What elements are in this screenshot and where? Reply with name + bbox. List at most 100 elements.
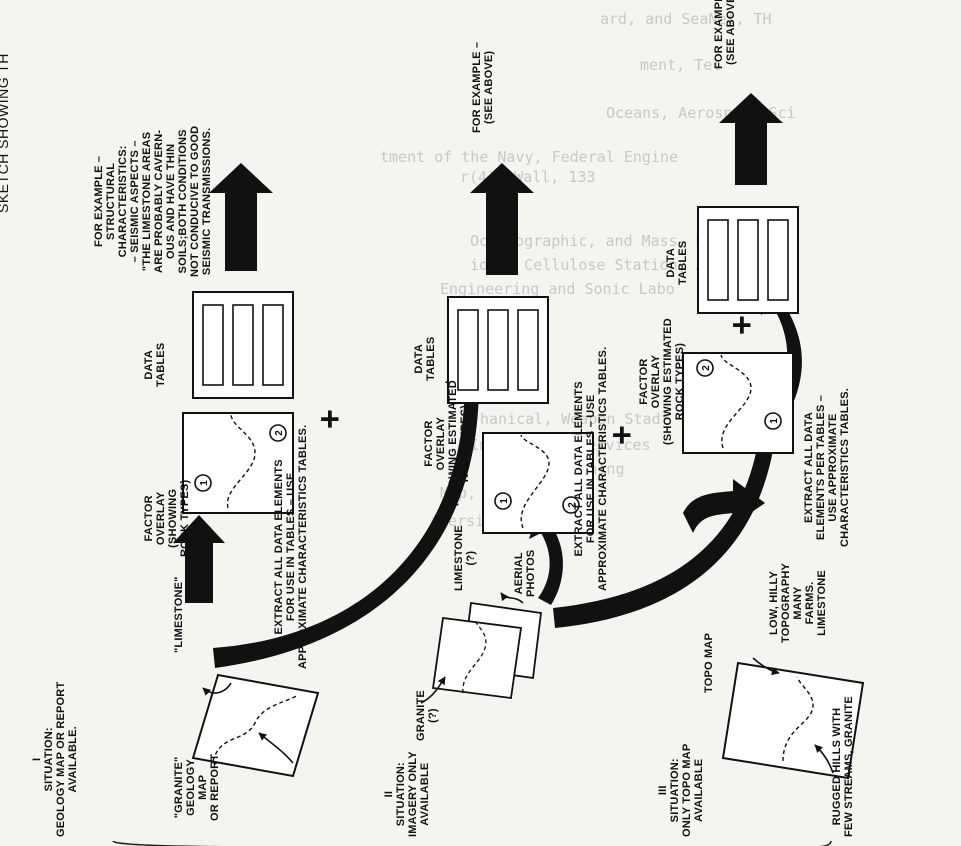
label-line: (SHOWING ESTIMATED xyxy=(447,380,459,507)
low-hilly-pointer-arrow xyxy=(752,657,780,676)
limestone-pointer-arrow xyxy=(202,682,232,696)
label-line: GRANITE xyxy=(415,690,427,741)
top-brace xyxy=(112,840,832,846)
label-line: FOR EXAMPLE – xyxy=(471,41,483,133)
circle-num-2a: 2 xyxy=(274,430,285,436)
label-line: EXTRACT ALL DATA ELEMENTS xyxy=(273,459,285,635)
label-line: CHARACTERISTICS: xyxy=(117,145,129,258)
arrow-map-to-overlay xyxy=(173,515,225,603)
label-line: TOPO MAP xyxy=(703,632,715,693)
granite-pointer-arrow-2 xyxy=(420,676,446,704)
label-line: SITUATION: xyxy=(395,762,407,827)
faint-text-line: hanical, Weapon Stadt xyxy=(480,410,670,428)
label-line: FOR EXAMPLE xyxy=(713,0,725,69)
map-boundary-line xyxy=(212,694,299,762)
label-line: TABLES xyxy=(155,342,167,387)
label-line: II xyxy=(383,790,395,798)
row-3-graphics xyxy=(682,93,865,780)
factor-overlay-box xyxy=(182,412,294,514)
arrow-topo-to-overlay xyxy=(683,479,765,533)
label-line: "GRANITE" xyxy=(173,756,185,819)
label-line: (?) xyxy=(427,708,439,723)
label-line: ONLY TOPO MAP xyxy=(681,743,693,837)
label-line: EXTRACT ALL DATA ELEMENTS xyxy=(573,381,585,557)
table-column-3 xyxy=(262,304,284,386)
diagram-graphics: + + + 1 2 1 2 1 2 xyxy=(112,93,865,846)
faint-text-line: ard, and SeaNet, TH xyxy=(600,10,772,28)
label-line: AVAILABLE xyxy=(693,758,705,822)
rugged-pointer-arrow xyxy=(814,744,834,774)
label-line: TABLES xyxy=(677,240,689,285)
label-line: ROCK TYPES) xyxy=(674,342,686,421)
circle-num-1b: 1 xyxy=(499,498,510,504)
circle-num-2c: 2 xyxy=(701,365,712,371)
label-line: I xyxy=(31,757,43,761)
label-line: TOPOGRAPHY xyxy=(780,562,792,643)
plus-sign-2: + xyxy=(603,425,641,445)
overlay-circle-1c xyxy=(764,412,782,430)
label-line: (SEE ABOVE) xyxy=(725,0,737,65)
label-line: FARMS. xyxy=(804,581,816,625)
photo-boundary-line xyxy=(462,620,487,694)
table-column-1b xyxy=(457,309,479,391)
granite-pointer-arrow xyxy=(258,732,294,764)
faint-text-line: ment, Tel xyxy=(640,56,722,74)
topo-boundary-line xyxy=(782,676,814,762)
label-line: MANY xyxy=(792,586,804,620)
label-line: SEISMIC TRANSMISSIONS. xyxy=(201,127,213,276)
label-line: APPROXIMATE CHARACTERISTICS TABLES. xyxy=(297,424,309,669)
label-line: FOR EXAMPLE – xyxy=(93,155,105,247)
label-line: FEW STREAMS, GRANITE xyxy=(843,696,855,837)
row-3-map-label: TOPO MAP xyxy=(703,633,715,693)
label-line: APPROXIMATE CHARACTERISTICS TABLES. xyxy=(597,346,609,591)
label-line: DATA xyxy=(665,247,677,278)
faint-text-line: Oceanographic, and Mass, Nadi xyxy=(470,232,732,250)
output-arrow-3 xyxy=(719,93,783,185)
label-line: DATA xyxy=(143,349,155,380)
overlay-circle-2c xyxy=(696,359,714,377)
label-line: AVAILABLE. xyxy=(67,726,79,793)
overlay-circle-2b xyxy=(562,496,580,514)
row-1-upper-label: "LIMESTONE" xyxy=(173,576,185,653)
circle-num-1c: 1 xyxy=(769,418,780,424)
topo-map xyxy=(721,661,865,780)
overlay-circle-2 xyxy=(269,424,287,442)
label-line: USE APPROXIMATE xyxy=(827,413,839,522)
label-line: OUS AND HAVE THIN xyxy=(165,143,177,259)
circle-num-1a: 1 xyxy=(199,480,210,486)
label-line: LOW, HILLY xyxy=(768,571,780,635)
table-column-1 xyxy=(202,304,224,386)
table-column-2 xyxy=(232,304,254,386)
label-line: LIMESTONE xyxy=(816,570,828,636)
plus-sign-1: + xyxy=(311,409,349,429)
label-line: LIMESTONE xyxy=(453,525,465,591)
faint-text-line: tment of the Navy, Federal Engine xyxy=(380,148,679,166)
label-line: IMAGERY ONLY xyxy=(407,751,419,837)
label-line: FACTOR xyxy=(423,420,435,467)
overlay-circle-1b xyxy=(494,492,512,510)
label-line: DATA xyxy=(413,343,425,374)
label-line: OVERLAY xyxy=(155,491,167,546)
label-line: CHARACTERISTICS TABLES. xyxy=(839,387,851,547)
label-line: III xyxy=(657,785,669,796)
label-line: AERIAL xyxy=(513,552,525,595)
label-line: SOILS;BOTH CONDITIONS xyxy=(177,129,189,274)
row-3-example-note: FOR EXAMPLE(SEE ABOVE) xyxy=(713,0,737,69)
label-line: RUGGED HILLS WITH xyxy=(831,707,843,826)
row-2-example-note: FOR EXAMPLE –(SEE ABOVE) xyxy=(471,42,495,133)
label-line: GEOLOGY xyxy=(185,758,197,816)
limestone-pointer-arrow-2 xyxy=(500,592,524,604)
label-line: (?) xyxy=(465,550,477,566)
output-arrow xyxy=(209,163,273,271)
